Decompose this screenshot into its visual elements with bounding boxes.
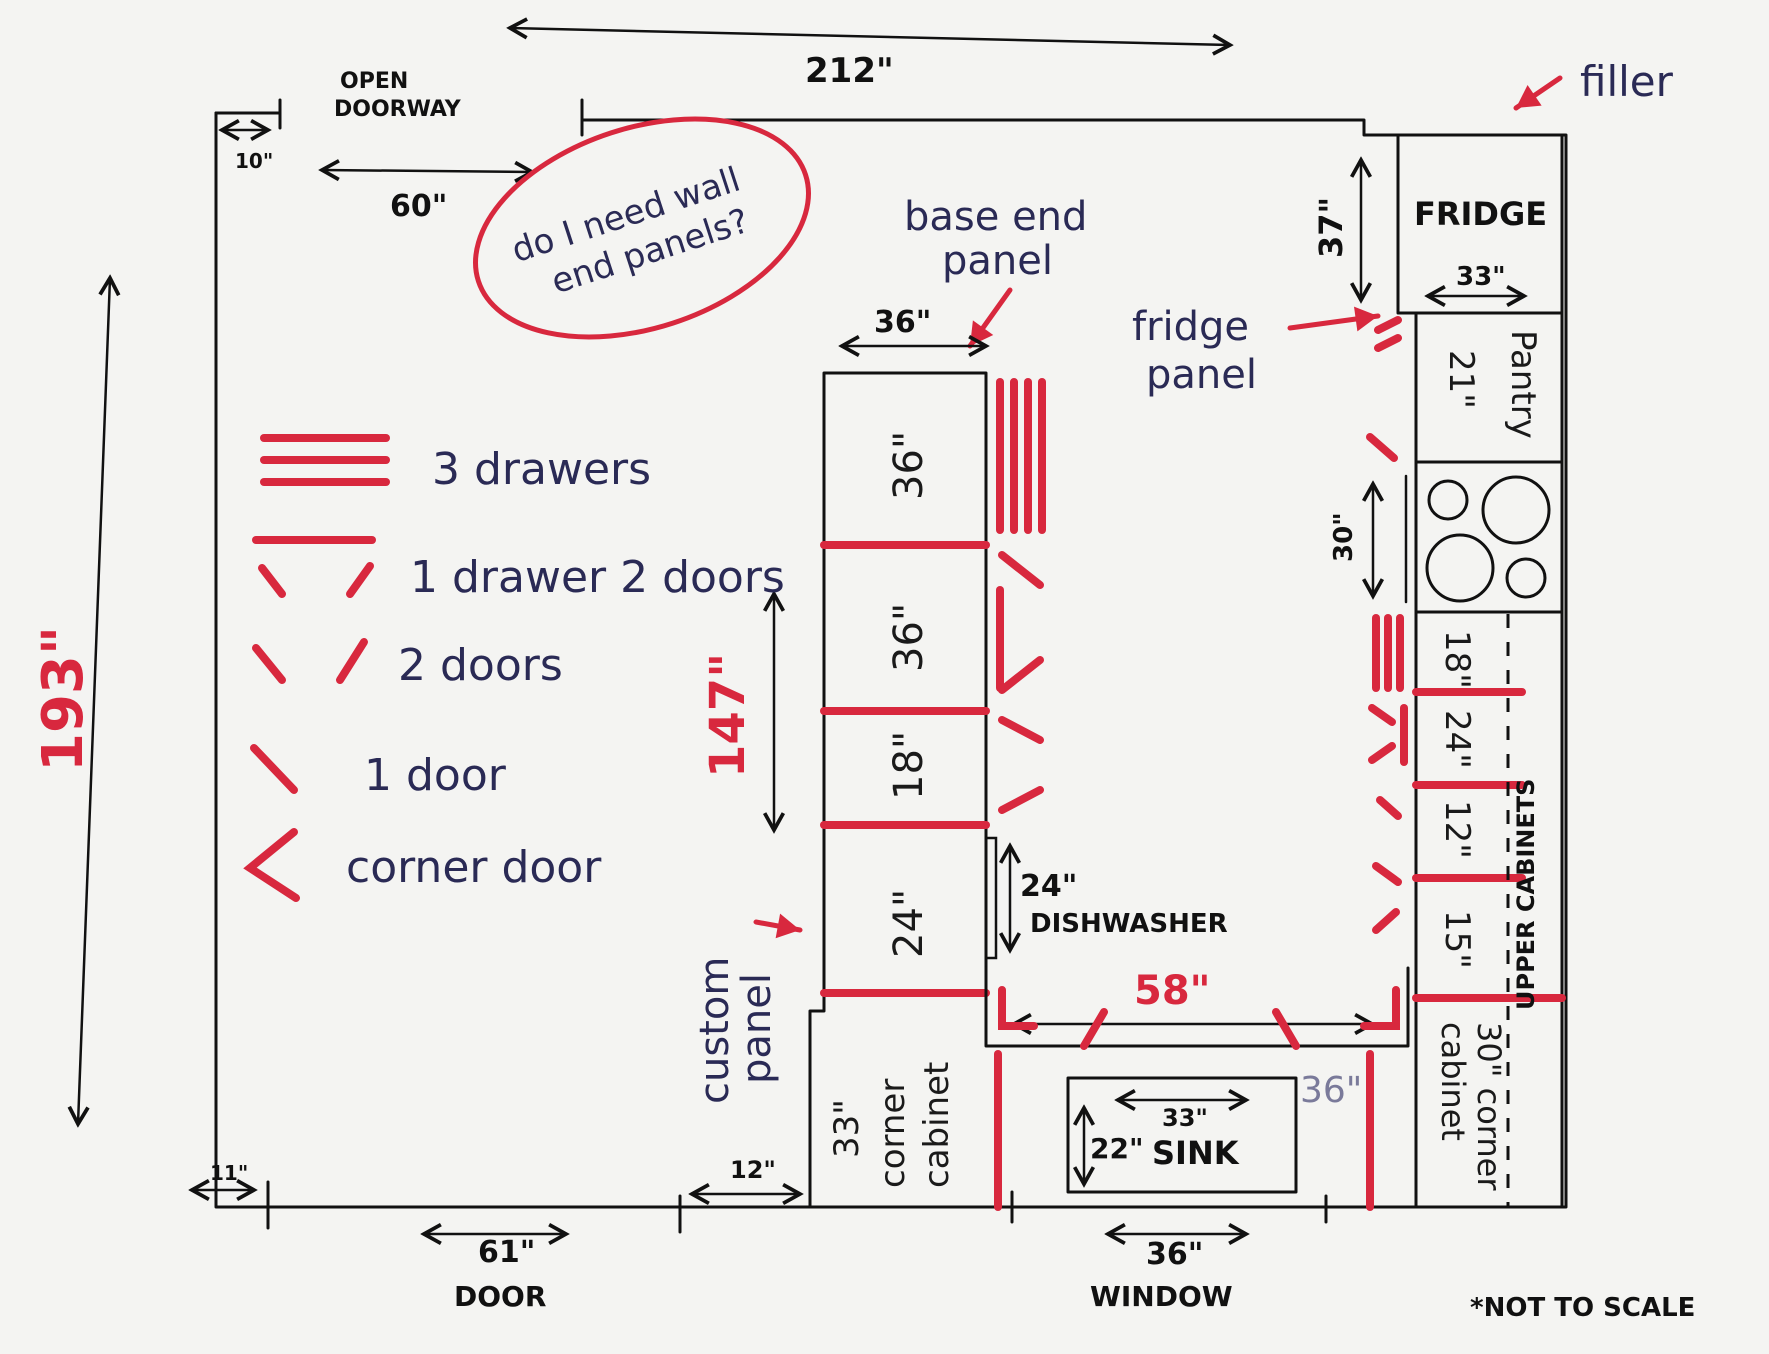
island-top-label: 36" bbox=[874, 305, 931, 340]
right-24-label: 24" bbox=[1437, 710, 1477, 769]
window-width-label: 36" bbox=[1146, 1237, 1203, 1272]
legend-label-one-door: 1 door bbox=[364, 750, 507, 801]
pantry-width-label: 21" bbox=[1441, 350, 1481, 409]
sink-label: SINK bbox=[1152, 1134, 1240, 1172]
legend: 3 drawers 1 drawer 2 doors 2 doors 1 doo… bbox=[243, 434, 785, 902]
pantry-label: Pantry bbox=[1503, 330, 1543, 439]
dishwasher-box bbox=[984, 836, 998, 960]
right-18-label: 18" bbox=[1437, 630, 1477, 689]
run-147-label: 147" bbox=[700, 653, 756, 778]
three-drawers-icon bbox=[260, 434, 390, 486]
cabinet-36b-label: 36" bbox=[886, 603, 932, 672]
burner bbox=[1481, 475, 1551, 545]
fridge-panel-mark bbox=[1374, 316, 1402, 334]
doorway-offset-label: 10" bbox=[235, 149, 273, 173]
left-height-label: 193" bbox=[31, 626, 96, 772]
fridge-panel-arrow bbox=[1287, 306, 1381, 332]
right-door-symbols bbox=[1366, 433, 1408, 934]
upper-cabinets-label: UPPER CABINETS bbox=[1512, 779, 1540, 1010]
island-door-symbols bbox=[996, 378, 1046, 814]
legend-label-two-doors: 2 doors bbox=[398, 640, 563, 691]
fridge-label: FRIDGE bbox=[1414, 195, 1547, 233]
custom-panel-label: custompanel bbox=[692, 957, 780, 1104]
legend-label-corner-door: corner door bbox=[346, 842, 602, 893]
drawer-doors-icon bbox=[252, 536, 376, 598]
base-end-panel-arrow bbox=[967, 287, 1013, 349]
legend-label-drawer-doors: 1 drawer 2 doors bbox=[410, 552, 785, 603]
two-doors-icon bbox=[252, 638, 368, 684]
filler-arrow bbox=[1513, 75, 1563, 111]
cabinet-24-label: 24" bbox=[886, 889, 932, 958]
dishwasher-label: DISHWASHER bbox=[1030, 909, 1228, 939]
door-width-label: 61" bbox=[478, 1235, 535, 1270]
not-to-scale-label: *NOT TO SCALE bbox=[1470, 1293, 1695, 1323]
fridge-width-label: 33" bbox=[1456, 262, 1506, 292]
right-15-label: 15" bbox=[1437, 910, 1477, 969]
doorway-width-arrow bbox=[322, 170, 532, 172]
cabinet-18-label: 18" bbox=[886, 731, 932, 800]
question-bubble bbox=[473, 116, 811, 340]
right-12-label: 12" bbox=[1437, 800, 1477, 859]
burner bbox=[1427, 479, 1469, 521]
range-width-label: 30" bbox=[1329, 512, 1359, 562]
legend-label-three-drawers: 3 drawers bbox=[432, 444, 651, 495]
dishwasher-width-label: 24" bbox=[1020, 869, 1077, 904]
left-cabinet-run bbox=[808, 371, 988, 1209]
sink-width-label: 33" bbox=[1162, 1104, 1208, 1132]
doorway-width-label: 60" bbox=[390, 189, 447, 224]
cabinet-36a-label: 36" bbox=[886, 431, 932, 500]
bottom-12-label: 12" bbox=[730, 1156, 776, 1184]
sink-box bbox=[1066, 1076, 1298, 1194]
corner-30-label: 30" cornercabinet bbox=[1434, 1022, 1508, 1191]
burner bbox=[1505, 557, 1547, 599]
corner-door-icon bbox=[243, 828, 300, 902]
one-door-icon bbox=[250, 744, 298, 794]
top-width-arrow bbox=[510, 28, 1230, 45]
fridge-depth-label: 37" bbox=[1312, 197, 1350, 258]
fridge-panel-mark bbox=[1374, 334, 1402, 352]
right-cabinet-run bbox=[1414, 311, 1564, 1209]
left-height-arrow bbox=[78, 278, 110, 1124]
span-58-label: 58" bbox=[1134, 968, 1211, 1014]
sink-depth-label: 22" bbox=[1090, 1132, 1144, 1165]
custom-panel-arrow bbox=[753, 913, 803, 939]
bottom-left-label: 11" bbox=[210, 1161, 248, 1185]
filler-label: filler bbox=[1580, 57, 1674, 106]
question-text: do I need wallend panels? bbox=[507, 160, 758, 311]
door-label: DOOR bbox=[454, 1280, 546, 1313]
burner bbox=[1425, 533, 1495, 603]
window-label: WINDOW bbox=[1090, 1280, 1233, 1313]
top-width-label: 212" bbox=[805, 51, 894, 91]
room-walls bbox=[214, 111, 1568, 1209]
sink-run-front bbox=[984, 966, 1410, 1048]
sink-corner-symbols bbox=[998, 986, 1400, 1050]
sink-base-label: 36" bbox=[1300, 1070, 1362, 1111]
